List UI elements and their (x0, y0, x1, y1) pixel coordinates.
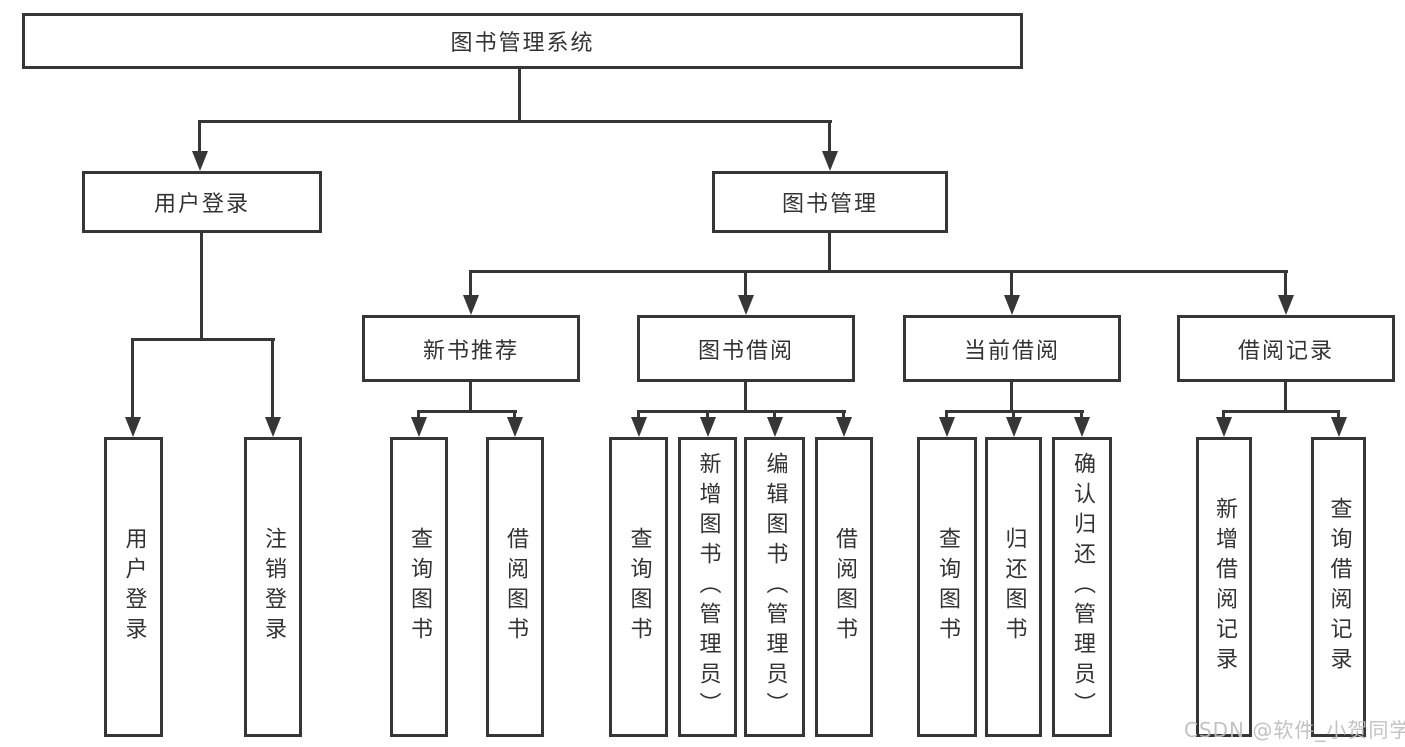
connector-root-stem (518, 69, 521, 120)
connector-to-leaf (773, 410, 776, 420)
connector-to-leaf (842, 410, 845, 420)
watermark: CSDN @软件_小贺同学 (1184, 718, 1405, 742)
connector-to-book-mgmt (828, 120, 831, 153)
connector-to-borrow-records (1284, 270, 1287, 298)
node-book-mgmt: 图书管理 (712, 171, 948, 233)
connector-book-mgmt-stem (828, 233, 831, 270)
arrow-down-icon (1278, 295, 1294, 315)
connector-current-borrow-stem (1010, 382, 1013, 410)
arrow-down-icon (1216, 417, 1232, 437)
connector-to-leaf (417, 410, 420, 420)
node-borrow-records: 借阅记录 (1177, 315, 1395, 382)
leaf-label: 查询图书 (626, 527, 652, 647)
connector-book-borrow-stem (744, 382, 747, 410)
arrow-down-icon (1006, 417, 1022, 437)
arrow-down-icon (463, 295, 479, 315)
node-user-login: 用户登录 (82, 171, 322, 233)
connector-level3-bar (469, 270, 1288, 273)
node-book-borrow-label: 图书借阅 (697, 338, 794, 364)
arrow-down-icon (265, 417, 281, 437)
leaf-label: 借阅图书 (503, 527, 528, 647)
leaf-label: 注销登录 (261, 527, 286, 647)
connector-to-leaf (706, 410, 709, 420)
arrow-down-icon (631, 417, 647, 437)
leaf-borrow-books-newbooks: 借阅图书 (486, 437, 544, 737)
leaf-label: 用户登录 (121, 527, 147, 647)
connector-to-leaf (271, 338, 274, 420)
node-root-label: 图书管理系统 (450, 31, 595, 56)
leaf-user-login: 用户登录 (104, 437, 163, 737)
arrow-down-icon (767, 417, 783, 437)
arrow-down-icon (1331, 417, 1347, 437)
node-borrow-records-label: 借阅记录 (1237, 338, 1334, 364)
leaf-return-books: 归还图书 (985, 437, 1042, 737)
leaf-label: 编辑图书（管理员） (762, 452, 788, 722)
arrow-down-icon (738, 295, 754, 315)
leaf-query-books-borrow: 查询图书 (609, 437, 668, 737)
node-root: 图书管理系统 (22, 13, 1023, 69)
arrow-down-icon (1074, 417, 1090, 437)
connector-to-leaf (513, 410, 516, 420)
connector-to-leaf (1337, 410, 1340, 420)
arrow-down-icon (507, 417, 523, 437)
connector-user-login-stem (200, 233, 203, 338)
node-book-borrow: 图书借阅 (637, 315, 855, 382)
arrow-down-icon (836, 417, 852, 437)
node-current-borrow: 当前借阅 (903, 315, 1121, 382)
node-current-borrow-label: 当前借阅 (963, 338, 1060, 364)
arrow-down-icon (125, 417, 141, 437)
connector-book-borrow-bar (637, 410, 846, 413)
arrow-down-icon (822, 151, 838, 171)
leaf-logout: 注销登录 (244, 437, 302, 737)
connector-to-user-login (198, 120, 201, 153)
leaf-query-books-newbooks: 查询图书 (390, 437, 448, 737)
leaf-borrow-books: 借阅图书 (815, 437, 873, 737)
arrow-down-icon (939, 417, 955, 437)
arrow-down-icon (1004, 295, 1020, 315)
connector-to-current-borrow (1010, 270, 1013, 298)
connector-to-leaf (637, 410, 640, 420)
leaf-query-borrow-record: 查询借阅记录 (1311, 437, 1366, 737)
connector-to-leaf (945, 410, 948, 420)
node-new-books: 新书推荐 (362, 315, 580, 382)
arrow-down-icon (192, 151, 208, 171)
leaf-label: 归还图书 (1001, 527, 1027, 647)
connector-new-books-stem (469, 382, 472, 410)
connector-to-leaf (1222, 410, 1225, 420)
leaf-label: 新增借阅记录 (1212, 497, 1237, 677)
connector-borrow-records-stem (1284, 382, 1287, 410)
connector-borrow-records-bar (1222, 410, 1340, 413)
connector-to-leaf (131, 338, 134, 420)
connector-user-login-bar (131, 338, 275, 341)
node-new-books-label: 新书推荐 (422, 338, 519, 364)
connector-to-leaf (1012, 410, 1015, 420)
node-user-login-label: 用户登录 (153, 192, 250, 217)
leaf-label: 查询图书 (935, 527, 960, 647)
connector-level2-bar (198, 120, 832, 123)
leaf-confirm-return-admin: 确认归还（管理员） (1052, 437, 1112, 737)
leaf-label: 确认归还（管理员） (1070, 452, 1095, 722)
leaf-label: 查询借阅记录 (1326, 497, 1352, 677)
leaf-label: 借阅图书 (832, 527, 857, 647)
leaf-edit-books-admin: 编辑图书（管理员） (744, 437, 805, 737)
arrow-down-icon (700, 417, 716, 437)
leaf-label: 新增图书（管理员） (695, 452, 721, 722)
arrow-down-icon (411, 417, 427, 437)
connector-to-new-books (469, 270, 472, 298)
leaf-add-books-admin: 新增图书（管理员） (678, 437, 737, 737)
connector-new-books-bar (417, 410, 517, 413)
leaf-add-borrow-record: 新增借阅记录 (1196, 437, 1252, 737)
node-book-mgmt-label: 图书管理 (781, 192, 878, 217)
leaf-query-books-current: 查询图书 (917, 437, 977, 737)
connector-to-leaf (1080, 410, 1083, 420)
connector-to-book-borrow (744, 270, 747, 298)
leaf-label: 查询图书 (407, 527, 432, 647)
